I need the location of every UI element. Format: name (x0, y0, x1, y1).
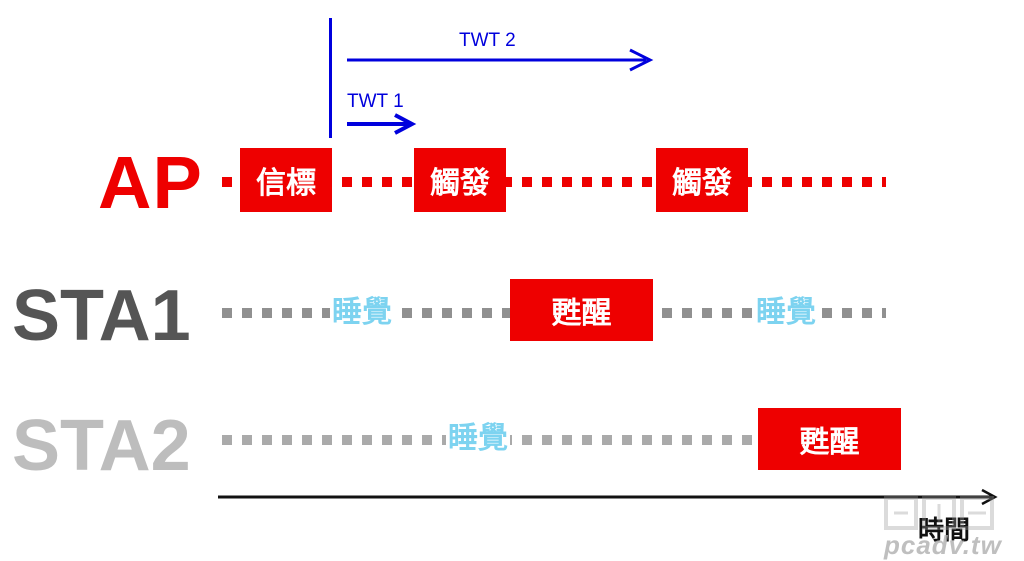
sta2-awake-box: 甦醒 (758, 408, 901, 470)
sta1-sleep-label-2: 睡覺 (754, 295, 818, 330)
time-axis-arrow (218, 488, 998, 506)
sta2-row-label: STA2 (12, 406, 191, 486)
twt1-label: TWT 1 (347, 91, 404, 112)
sta2-sleep-label: 睡覺 (446, 421, 510, 456)
ap-beacon-box: 信標 (240, 148, 332, 212)
ap-row-label: AP (98, 141, 203, 224)
ap-trigger-box-1: 觸發 (414, 148, 506, 212)
sta1-sleep-label-1: 睡覺 (330, 295, 394, 330)
twt1-arrow (347, 113, 417, 135)
twt2-arrow (347, 48, 654, 72)
ap-timeline (222, 177, 886, 187)
watermark-logo (884, 496, 994, 530)
twt2-label: TWT 2 (459, 30, 516, 51)
watermark-text: pcadv.tw (884, 530, 1002, 560)
time-axis-label: 時間 (918, 516, 971, 546)
ap-trigger-box-2: 觸發 (656, 148, 748, 212)
twt-start-marker (329, 18, 332, 138)
sta1-awake-box: 甦醒 (510, 279, 653, 341)
sta1-row-label: STA1 (12, 276, 191, 356)
